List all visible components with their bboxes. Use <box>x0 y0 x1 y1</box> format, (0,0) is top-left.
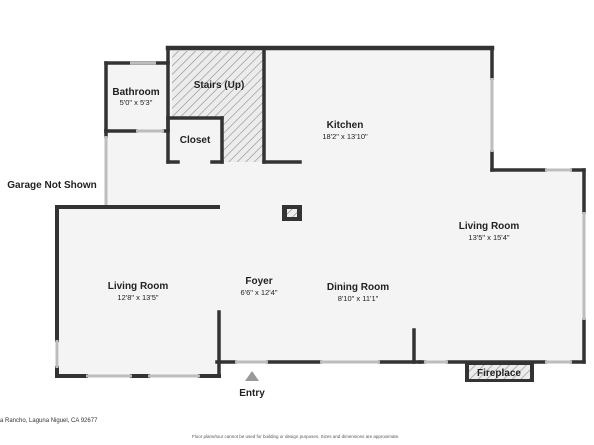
address-text: a Rancho, Laguna Niguel, CA 92677 <box>0 418 98 424</box>
bathroom-name: Bathroom <box>112 87 159 98</box>
foyer-dims: 6'6" x 12'4" <box>241 288 278 297</box>
entry-label: Entry <box>239 388 265 399</box>
kitchen-dims: 18'2" x 13'10" <box>322 132 368 141</box>
kitchen-name: Kitchen <box>327 120 364 131</box>
center-floor <box>217 160 422 362</box>
disclaimer-text: Floor plans/tour cannot be used for buil… <box>192 434 400 439</box>
closet-name: Closet <box>180 135 211 146</box>
windows <box>55 61 586 378</box>
living-room-left-dims: 12'8" x 13'5" <box>117 293 158 302</box>
garage-label: Garage Not Shown <box>7 180 96 191</box>
living-room-right-dims: 13'5" x 15'4" <box>468 233 509 242</box>
stairs-name: Stairs (Up) <box>194 80 245 91</box>
closet-floor <box>172 120 220 162</box>
chimney-column <box>282 205 302 221</box>
foyer-name: Foyer <box>245 276 272 287</box>
floor-areas <box>59 48 584 375</box>
dining-room-name: Dining Room <box>327 282 389 293</box>
dining-room-dims: 8'10" x 11'1" <box>338 294 379 303</box>
bathroom-dims: 5'0" x 5'3" <box>120 98 153 107</box>
right-living-floor <box>420 172 584 362</box>
left-living-floor <box>59 208 219 375</box>
fireplace: Fireplace <box>465 362 534 382</box>
living-room-right-name: Living Room <box>459 221 520 232</box>
bathroom-floor <box>106 63 168 131</box>
hall-floor <box>106 131 171 208</box>
entry-arrow-icon <box>245 371 259 381</box>
fireplace-label: Fireplace <box>477 368 521 379</box>
living-room-left-name: Living Room <box>108 281 169 292</box>
stairs-area <box>172 51 264 162</box>
